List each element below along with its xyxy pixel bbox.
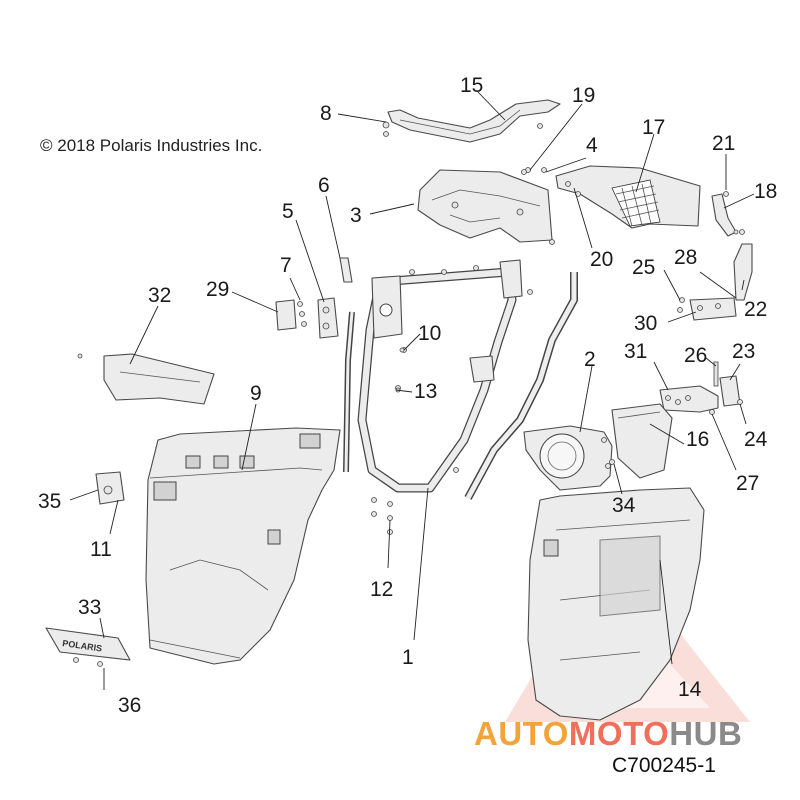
callout-5: 5 [282, 200, 294, 223]
callout-35: 35 [38, 490, 61, 513]
watermark-word-moto: MOTO [568, 715, 670, 752]
callout-31: 31 [624, 340, 647, 363]
callout-21: 21 [712, 132, 735, 155]
part-5-latch[interactable] [317, 297, 339, 339]
watermark-logo: AUTOMOTOHUB [474, 715, 742, 753]
part-2-speaker-bracket[interactable] [523, 425, 613, 491]
callout-23: 23 [732, 340, 755, 363]
part-3-upper-panel[interactable] [417, 167, 553, 243]
callout-22: 22 [744, 298, 767, 321]
copyright-notice: © 2018 Polaris Industries Inc. [40, 136, 263, 155]
callout-4: 4 [586, 134, 598, 157]
part-1-door-frame[interactable] [357, 259, 533, 493]
callout-16: 16 [686, 428, 709, 451]
watermark-word-hub: HUB [669, 715, 743, 752]
part-15-upper-bar[interactable] [382, 99, 561, 143]
part-32-armrest-trim[interactable] [77, 353, 215, 405]
callout-19: 19 [572, 84, 595, 107]
callout-17: 17 [642, 116, 665, 139]
part-22-bracket[interactable] [733, 243, 753, 301]
callout-27: 27 [736, 472, 759, 495]
callout-29: 29 [206, 278, 229, 301]
loose-fasteners [73, 167, 743, 667]
callout-2: 2 [584, 348, 596, 371]
part-14-rear-lower-panel[interactable] [527, 487, 705, 721]
callout-3: 3 [350, 204, 362, 227]
callout-14: 14 [678, 678, 702, 701]
callout-13: 13 [414, 380, 437, 403]
callout-10: 10 [418, 322, 441, 345]
callout-labels: 1 2 3 4 5 6 7 8 9 10 11 12 13 14 15 16 1… [38, 74, 777, 717]
callout-26: 26 [684, 344, 707, 367]
part-6-seal-strip[interactable] [339, 257, 355, 473]
figure-code: C700245-1 [612, 754, 716, 777]
part-16-pocket[interactable] [611, 403, 673, 479]
callout-9: 9 [250, 382, 262, 405]
callout-34: 34 [612, 494, 636, 517]
callout-30: 30 [634, 312, 657, 335]
part-17-rear-upper-panel[interactable] [555, 165, 701, 229]
callout-11: 11 [90, 538, 112, 561]
callout-8: 8 [320, 102, 332, 125]
part-33-emblem-plate[interactable]: POLARIS [45, 627, 131, 661]
callout-7: 7 [280, 254, 292, 277]
callout-25: 25 [632, 256, 655, 279]
part-18-bracket[interactable] [711, 191, 745, 237]
callout-6: 6 [318, 174, 330, 197]
callout-32: 32 [148, 284, 171, 307]
leader-lines [69, 91, 755, 690]
rear-seal-strip[interactable] [464, 272, 578, 500]
callout-24: 24 [744, 428, 768, 451]
callout-33: 33 [78, 596, 101, 619]
callout-28: 28 [674, 246, 697, 269]
part-35-door-handle[interactable] [95, 471, 125, 505]
part-31-hinge-bracket[interactable] [659, 385, 719, 413]
watermark-word-auto: AUTO [474, 715, 569, 752]
part-9-lower-door-panel[interactable] [145, 427, 341, 665]
part-29-latch-plate[interactable] [275, 299, 307, 331]
callout-1: 1 [402, 646, 414, 669]
part-30-plate[interactable] [677, 297, 737, 321]
callout-15: 15 [460, 74, 483, 97]
callout-20: 20 [590, 248, 613, 271]
callout-12: 12 [370, 578, 393, 601]
callout-36: 36 [118, 694, 141, 717]
callout-18: 18 [754, 180, 777, 203]
